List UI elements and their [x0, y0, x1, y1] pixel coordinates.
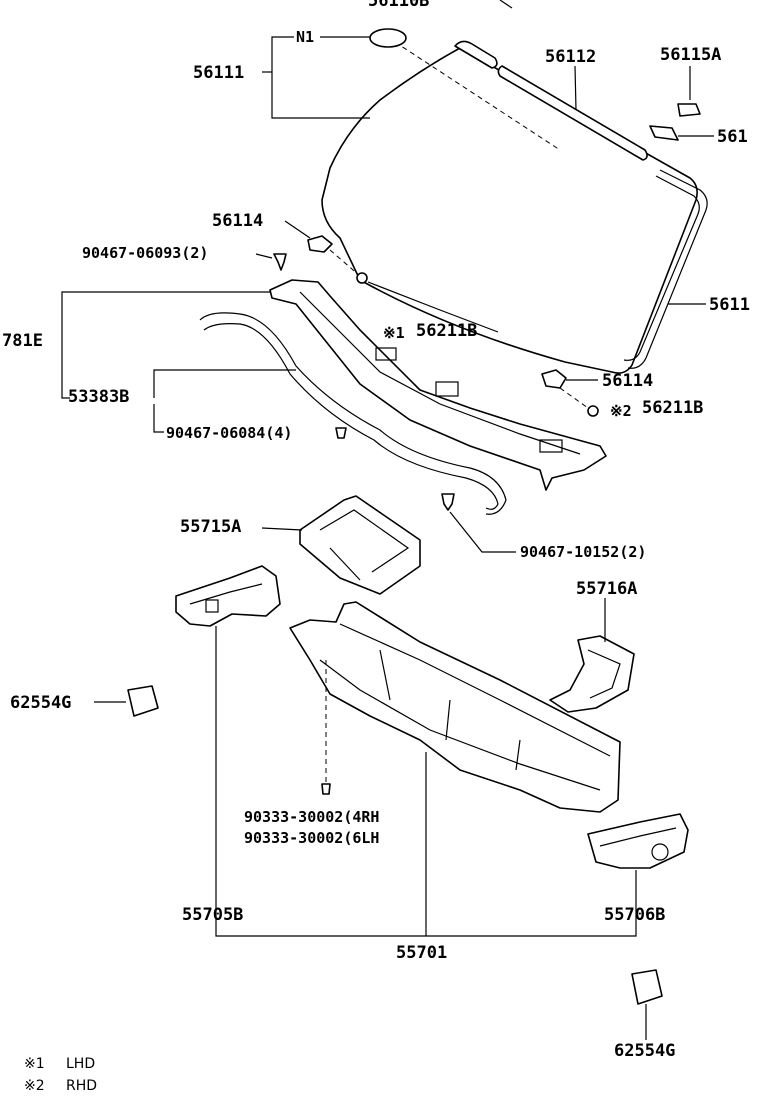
- label-56115a: 56115A: [660, 45, 721, 65]
- label-56211b-b: 56211B: [642, 398, 703, 418]
- note-2-text: RHD: [66, 1078, 97, 1094]
- label-90333-rh: 90333-30002(4RH: [244, 808, 379, 826]
- label-90467-06093: 90467-06093(2): [82, 244, 208, 262]
- note-1-mark: ※1: [24, 1056, 45, 1072]
- label-55701: 55701: [396, 943, 447, 963]
- spacer-56114-a: [307, 235, 333, 253]
- dashed-56114-b: [559, 387, 589, 409]
- cowl-panel-55701: [289, 601, 621, 813]
- seal-53383b: [199, 312, 507, 515]
- side-molding-5611: [623, 169, 708, 369]
- windshield-glass: [321, 41, 698, 374]
- leader-56112: [574, 65, 577, 111]
- label-90333-lh: 90333-30002(6LH: [244, 829, 379, 847]
- bracket-55715a: [299, 495, 421, 595]
- emblem-n1: [369, 28, 407, 48]
- leader-53383b: [153, 369, 296, 398]
- clip-90467-06084: [335, 427, 347, 439]
- mark-1: ※1: [383, 324, 405, 342]
- label-55705b: 55705B: [182, 905, 243, 925]
- note-2-mark: ※2: [24, 1078, 45, 1094]
- clip-90467-06093: [273, 253, 287, 271]
- bracket-55716a: [549, 635, 635, 713]
- label-55706b: 55706B: [604, 905, 665, 925]
- label-781e: 781E: [2, 331, 43, 351]
- leader-56211b-a: [367, 281, 499, 333]
- leader-90467-06084: [153, 404, 164, 433]
- pad-561: [649, 125, 679, 141]
- label-56112: 56112: [545, 47, 596, 67]
- mark-2: ※2: [610, 402, 632, 420]
- label-56114-b: 56114: [602, 371, 653, 391]
- cowl-louver: [269, 279, 607, 491]
- clip-56211b-a: [356, 272, 368, 284]
- label-62554g-b: 62554G: [614, 1041, 675, 1061]
- leader-90467-10152: [449, 511, 516, 553]
- leader-top-cut: [499, 0, 513, 9]
- label-56111: 56111: [193, 63, 244, 83]
- label-55716a: 55716A: [576, 579, 637, 599]
- label-561: 561: [717, 127, 748, 147]
- note-1-text: LHD: [66, 1056, 95, 1072]
- label-55715a: 55715A: [180, 517, 241, 537]
- bracket-56111: [271, 36, 370, 119]
- clip-56211b-b: [587, 405, 599, 417]
- label-53383b: 53383B: [68, 387, 129, 407]
- label-56114-a: 56114: [212, 211, 263, 231]
- clip-90467-10152: [441, 493, 455, 511]
- leader-90467-06093: [255, 253, 273, 259]
- label-5611: 5611: [709, 295, 750, 315]
- upper-molding-56112: [454, 40, 648, 161]
- label-90467-06084: 90467-06084(4): [166, 424, 292, 442]
- cushion-62554g-b: [631, 969, 663, 1005]
- clip-56115a: [677, 103, 701, 117]
- label-90467-10152: 90467-10152(2): [520, 543, 646, 561]
- label-56211b-a: 56211B: [416, 321, 477, 341]
- cushion-62554g-a: [127, 685, 159, 717]
- spacer-56114-b: [541, 369, 567, 389]
- label-n1: N1: [296, 28, 314, 46]
- dashed-56114-a: [329, 249, 361, 277]
- bracket-781e: [61, 291, 270, 399]
- label-62554g-a: 62554G: [10, 693, 71, 713]
- leader-55715a: [261, 527, 303, 531]
- label-56110b-cut: 56110B: [368, 0, 429, 11]
- bracket-55705b: [175, 565, 281, 627]
- screw-90333: [321, 783, 331, 795]
- bracket-55706b: [587, 813, 689, 869]
- leader-56114-a: [284, 220, 311, 239]
